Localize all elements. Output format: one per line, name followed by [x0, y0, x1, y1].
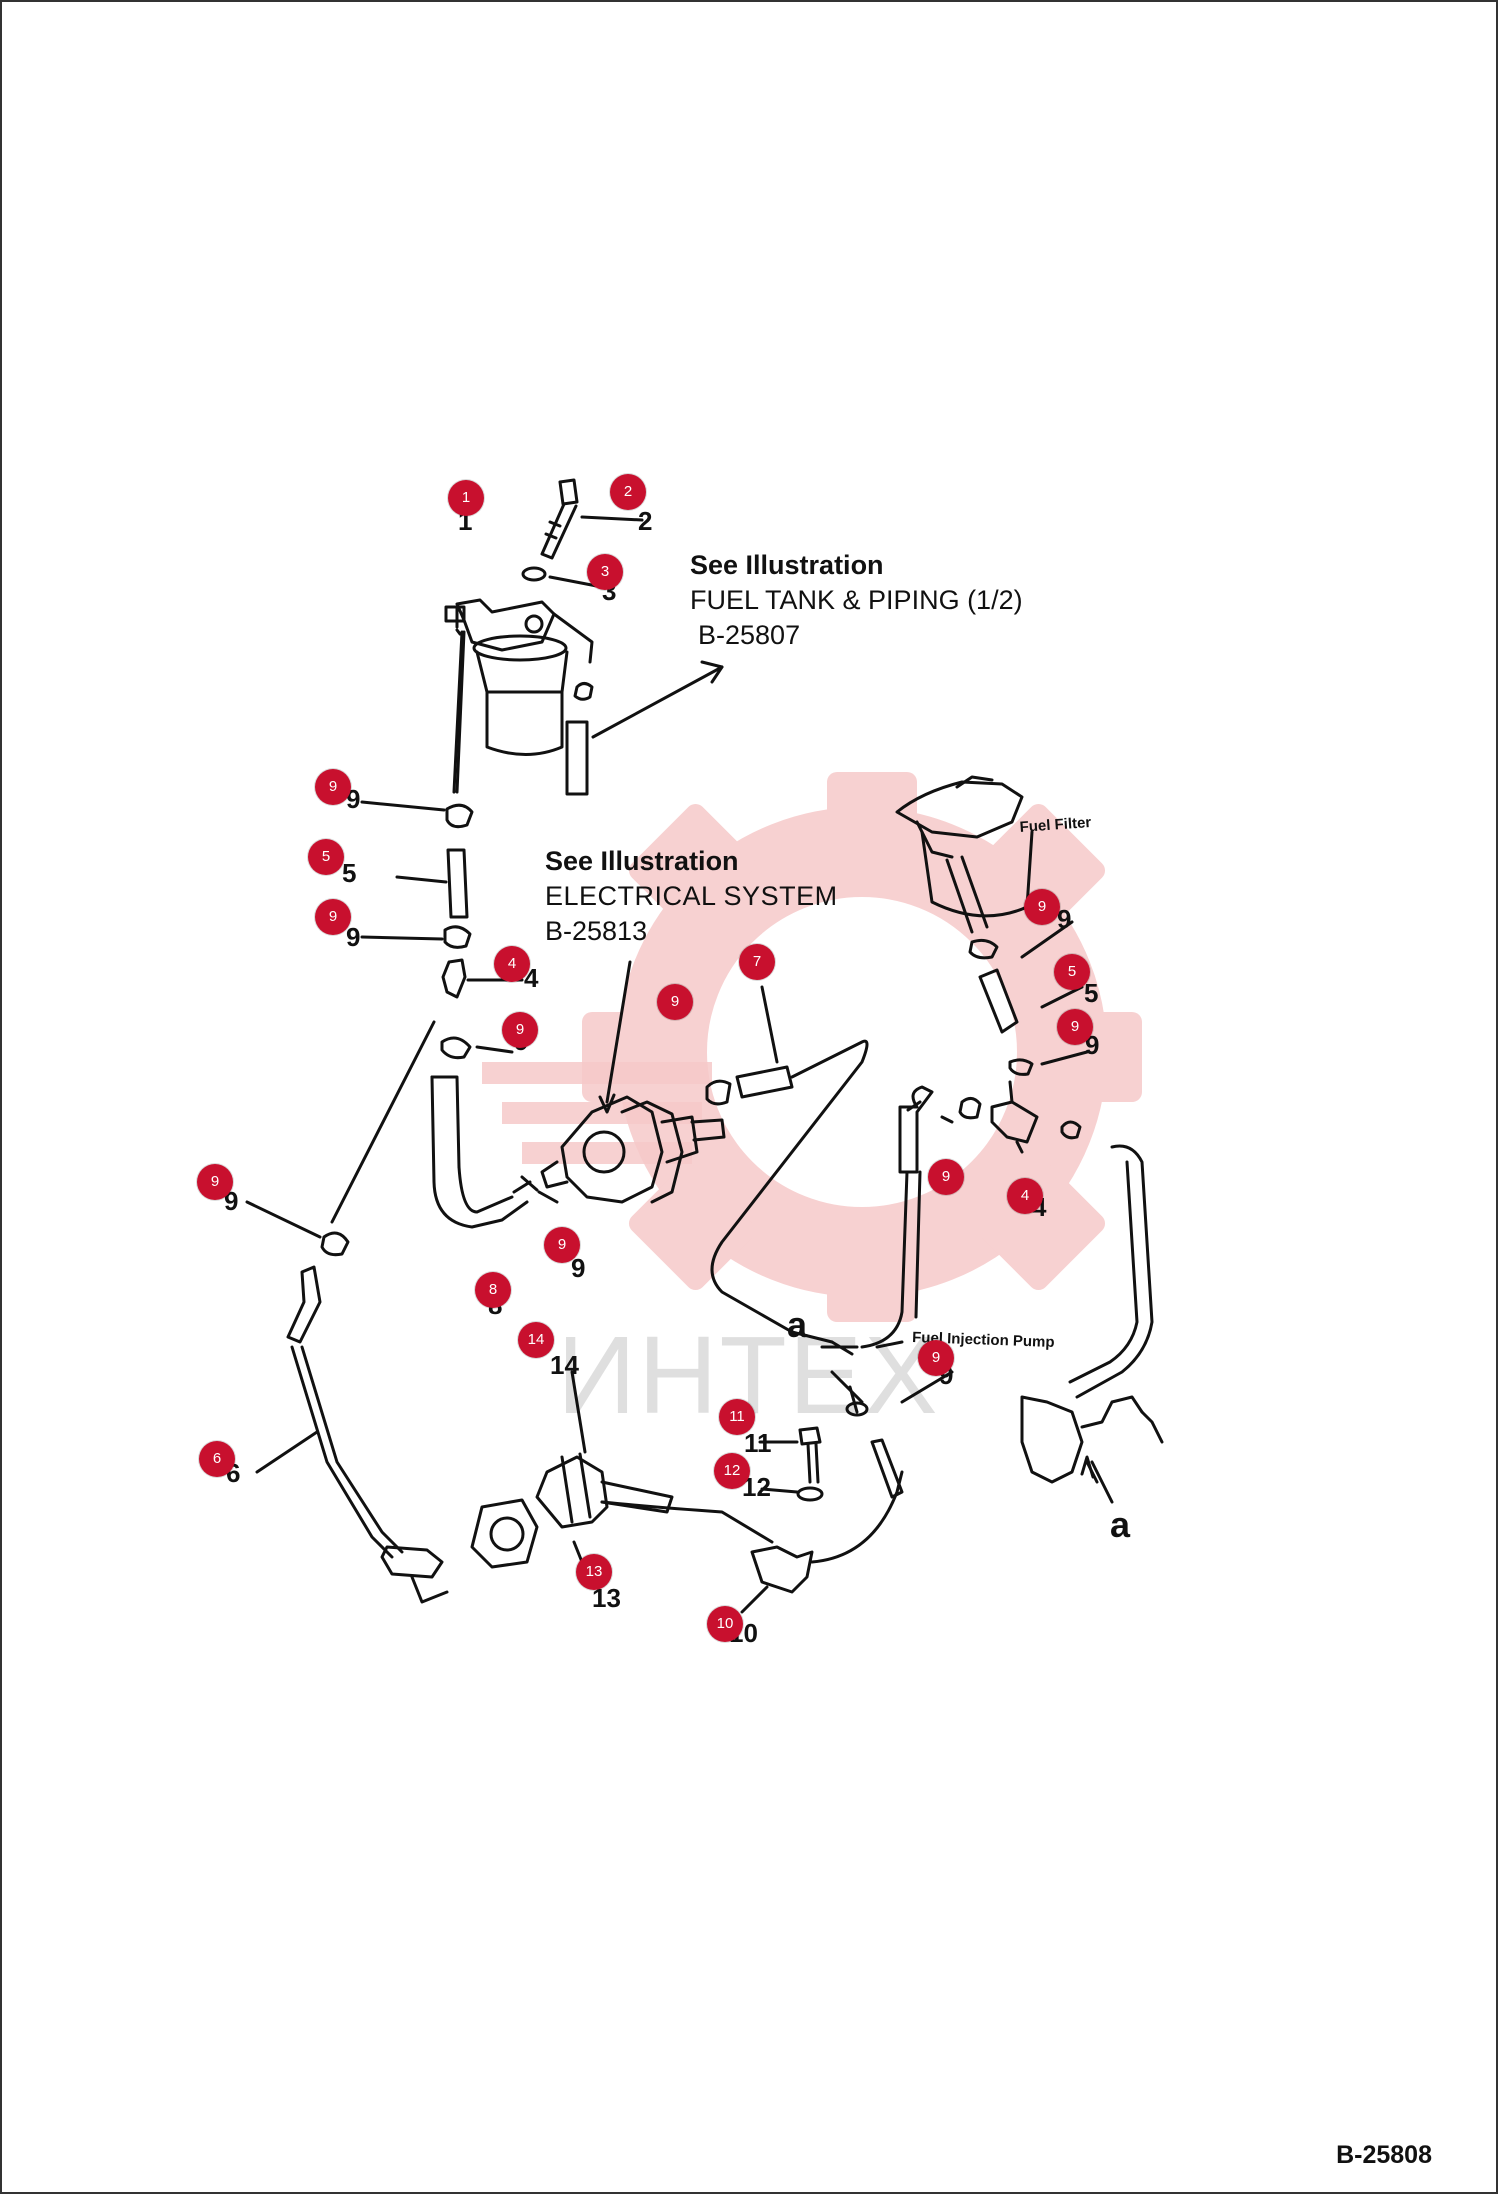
connection-a-label-bottom: a: [1110, 1504, 1131, 1545]
callout-badge-9[interactable]: 9: [197, 1164, 233, 1200]
part-number-9: 9: [346, 922, 360, 952]
callout-badge-8[interactable]: 8: [475, 1272, 511, 1308]
part-number-9: 9: [571, 1253, 585, 1283]
reference-title: FUEL TANK & PIPING (1/2): [690, 585, 1023, 615]
part-number-5: 5: [1084, 978, 1098, 1008]
reference-code: B-25813: [545, 916, 648, 946]
page-code: B-25808: [1336, 2141, 1432, 2169]
callout-badge-3[interactable]: 3: [587, 554, 623, 590]
callout-badge-13[interactable]: 13: [576, 1554, 612, 1590]
reference-title: ELECTRICAL SYSTEM: [545, 881, 838, 911]
callout-badge-9[interactable]: 9: [315, 899, 351, 935]
callout-badge-9[interactable]: 9: [657, 984, 693, 1020]
callout-badge-9[interactable]: 9: [1024, 889, 1060, 925]
water-separator-part: [444, 598, 594, 794]
callout-badge-9[interactable]: 9: [918, 1340, 954, 1376]
callout-badge-2[interactable]: 2: [610, 474, 646, 510]
connection-a-label-top: a: [787, 1304, 808, 1345]
callout-badge-9[interactable]: 9: [315, 769, 351, 805]
callout-badge-6[interactable]: 6: [199, 1441, 235, 1477]
callout-badge-14[interactable]: 14: [518, 1322, 554, 1358]
callout-badge-5[interactable]: 5: [308, 839, 344, 875]
electric-fuel-pump: [540, 960, 726, 1204]
hose-column-left: [360, 800, 559, 1229]
part-number-11: 11: [744, 1428, 772, 1458]
part-number-9: 9: [1057, 904, 1071, 934]
callout-badge-9[interactable]: 9: [502, 1012, 538, 1048]
fuel-filter-label: Fuel Filter: [1019, 814, 1092, 836]
callout-badge-9[interactable]: 9: [1057, 1009, 1093, 1045]
fuel-filter-assembly: [860, 775, 1164, 1504]
hose-part-7: [705, 985, 869, 1356]
bolt-part-2: [540, 478, 644, 560]
part-number-labels: 1239594999861413101112995994: [224, 506, 1099, 1648]
reference-code: B-25807: [698, 620, 801, 650]
callout-badge-10[interactable]: 10: [707, 1606, 743, 1642]
callout-badge-7[interactable]: 7: [739, 944, 775, 980]
callout-badge-9[interactable]: 9: [928, 1159, 964, 1195]
part-number-5: 5: [342, 858, 356, 888]
callout-badge-4[interactable]: 4: [1007, 1178, 1043, 1214]
reference-electrical-system[interactable]: See Illustration ELECTRICAL SYSTEM B-258…: [545, 844, 838, 949]
callout-badge-11[interactable]: 11: [719, 1399, 755, 1435]
reference-fuel-tank-piping[interactable]: See Illustration FUEL TANK & PIPING (1/2…: [690, 548, 1023, 653]
reference-see-label: See Illustration: [545, 846, 739, 876]
part-number-2: 2: [638, 506, 652, 536]
callout-badge-4[interactable]: 4: [494, 946, 530, 982]
callout-badge-1[interactable]: 1: [448, 480, 484, 516]
bolt-part-11: [758, 1426, 824, 1502]
part-number-14: 14: [550, 1350, 579, 1380]
callout-badge-9[interactable]: 9: [544, 1227, 580, 1263]
reference-see-label: See Illustration: [690, 550, 884, 580]
callout-badge-5[interactable]: 5: [1054, 954, 1090, 990]
callout-badge-12[interactable]: 12: [714, 1453, 750, 1489]
